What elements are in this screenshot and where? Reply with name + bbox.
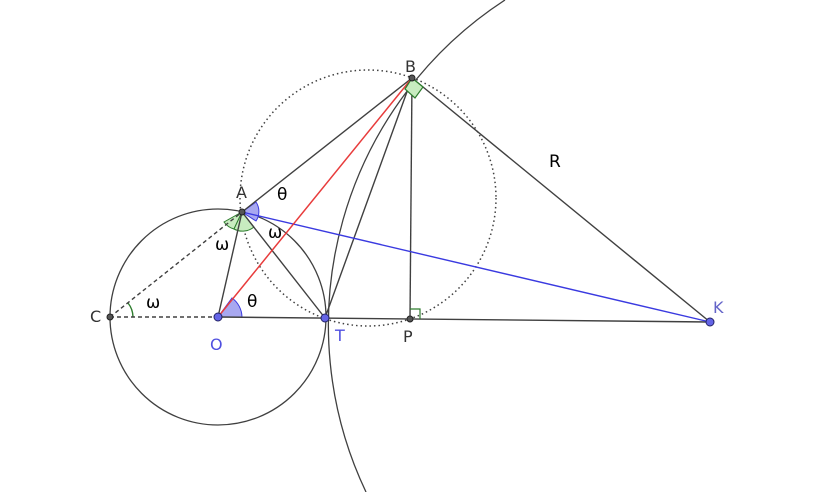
segment-bt [324,77,413,319]
point-b [408,74,416,82]
right-angle-marker-b [404,77,424,99]
label-o: O [210,335,223,354]
point-a [238,208,246,216]
label-c: C [90,307,101,326]
label-a: A [236,183,247,202]
label-k: K [713,298,724,317]
label-omega-right-a: ω [268,223,282,243]
angle-theta-at-a-fill [241,201,260,222]
label-r: R [549,152,561,172]
segment-ob-red [217,77,413,318]
point-k [705,317,715,327]
point-c [106,313,114,321]
dotted-circle [239,69,497,327]
large-arc-center-k [327,0,506,492]
label-t: T [334,326,345,345]
label-omega-at-c: ω [146,293,160,313]
label-omega-left-a: ω [215,235,229,255]
point-t [320,313,330,323]
segment-at [241,211,326,319]
segment-bp [409,77,413,320]
point-p [406,315,414,323]
label-p: P [403,327,413,346]
label-b: B [405,57,416,76]
segment-bk [411,77,711,323]
right-angle-marker-p [410,308,421,319]
segment-oa [217,211,243,318]
label-theta-at-a: θ [277,185,287,205]
segment-ok [217,316,711,323]
segment-ak-blue [241,211,711,323]
angle-omega-at-c [127,302,134,318]
point-o [213,312,223,322]
segment-ca-dashed [109,211,243,318]
label-theta-at-o: θ [247,292,257,312]
segment-ab [241,77,413,213]
